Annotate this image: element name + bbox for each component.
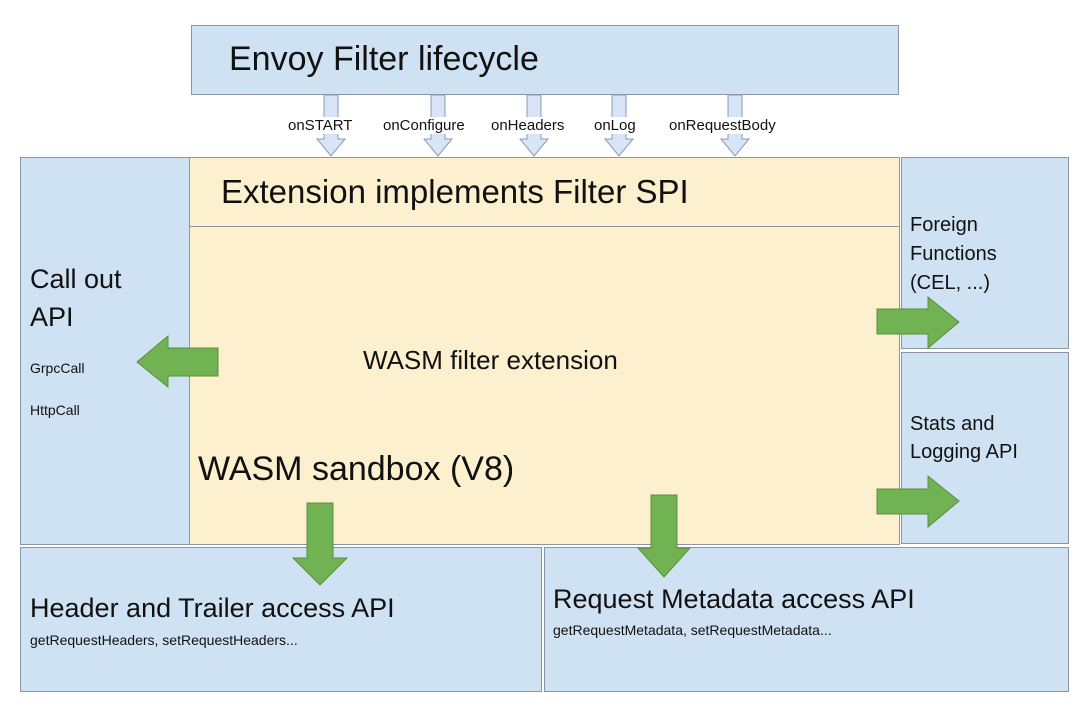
- request-metadata-access-title: Request Metadata access API: [553, 584, 915, 614]
- api-call-arrows: [136, 295, 960, 586]
- foreign-functions-line3: (CEL, ...): [910, 272, 991, 294]
- stats-logging-line1: Stats and: [910, 413, 995, 435]
- stats-logging-arrow: [876, 474, 960, 529]
- onrequestbody-label: onRequestBody: [669, 117, 776, 134]
- filter-spi-box: [189, 157, 900, 227]
- header-trailer-access-subtitle: getRequestHeaders, setRequestHeaders...: [30, 632, 298, 648]
- request-metadata-arrow: [636, 494, 692, 578]
- wasm-sandbox-label: WASM sandbox (V8): [198, 450, 515, 488]
- foreign-functions-arrow: [876, 295, 960, 350]
- request-metadata-access-subtitle: getRequestMetadata, setRequestMetadata..…: [553, 622, 832, 638]
- header-trailer-access-box: [20, 547, 542, 692]
- call-out-api-arrow: [136, 334, 219, 389]
- grpc-call-label: GrpcCall: [30, 360, 85, 376]
- header-trailer-arrow: [291, 502, 349, 586]
- envoy-filter-lifecycle-box: [191, 25, 899, 95]
- envoy-filter-lifecycle-title: Envoy Filter lifecycle: [229, 40, 539, 78]
- onlog-label: onLog: [594, 117, 636, 134]
- foreign-functions-line2: Functions: [910, 243, 997, 265]
- header-trailer-access-title: Header and Trailer access API: [30, 593, 395, 623]
- stats-logging-line2: Logging API: [910, 441, 1018, 463]
- call-out-api-title-line1: Call out: [30, 264, 122, 294]
- filter-spi-title: Extension implements Filter SPI: [221, 173, 689, 210]
- http-call-label: HttpCall: [30, 402, 80, 418]
- onstart-label: onSTART: [288, 117, 353, 134]
- wasm-filter-extension-label: WASM filter extension: [363, 345, 618, 375]
- onconfigure-label: onConfigure: [383, 117, 465, 134]
- onheaders-label: onHeaders: [491, 117, 565, 134]
- call-out-api-title-line2: API: [30, 302, 74, 332]
- foreign-functions-line1: Foreign: [910, 214, 978, 236]
- request-metadata-access-box: [544, 547, 1069, 692]
